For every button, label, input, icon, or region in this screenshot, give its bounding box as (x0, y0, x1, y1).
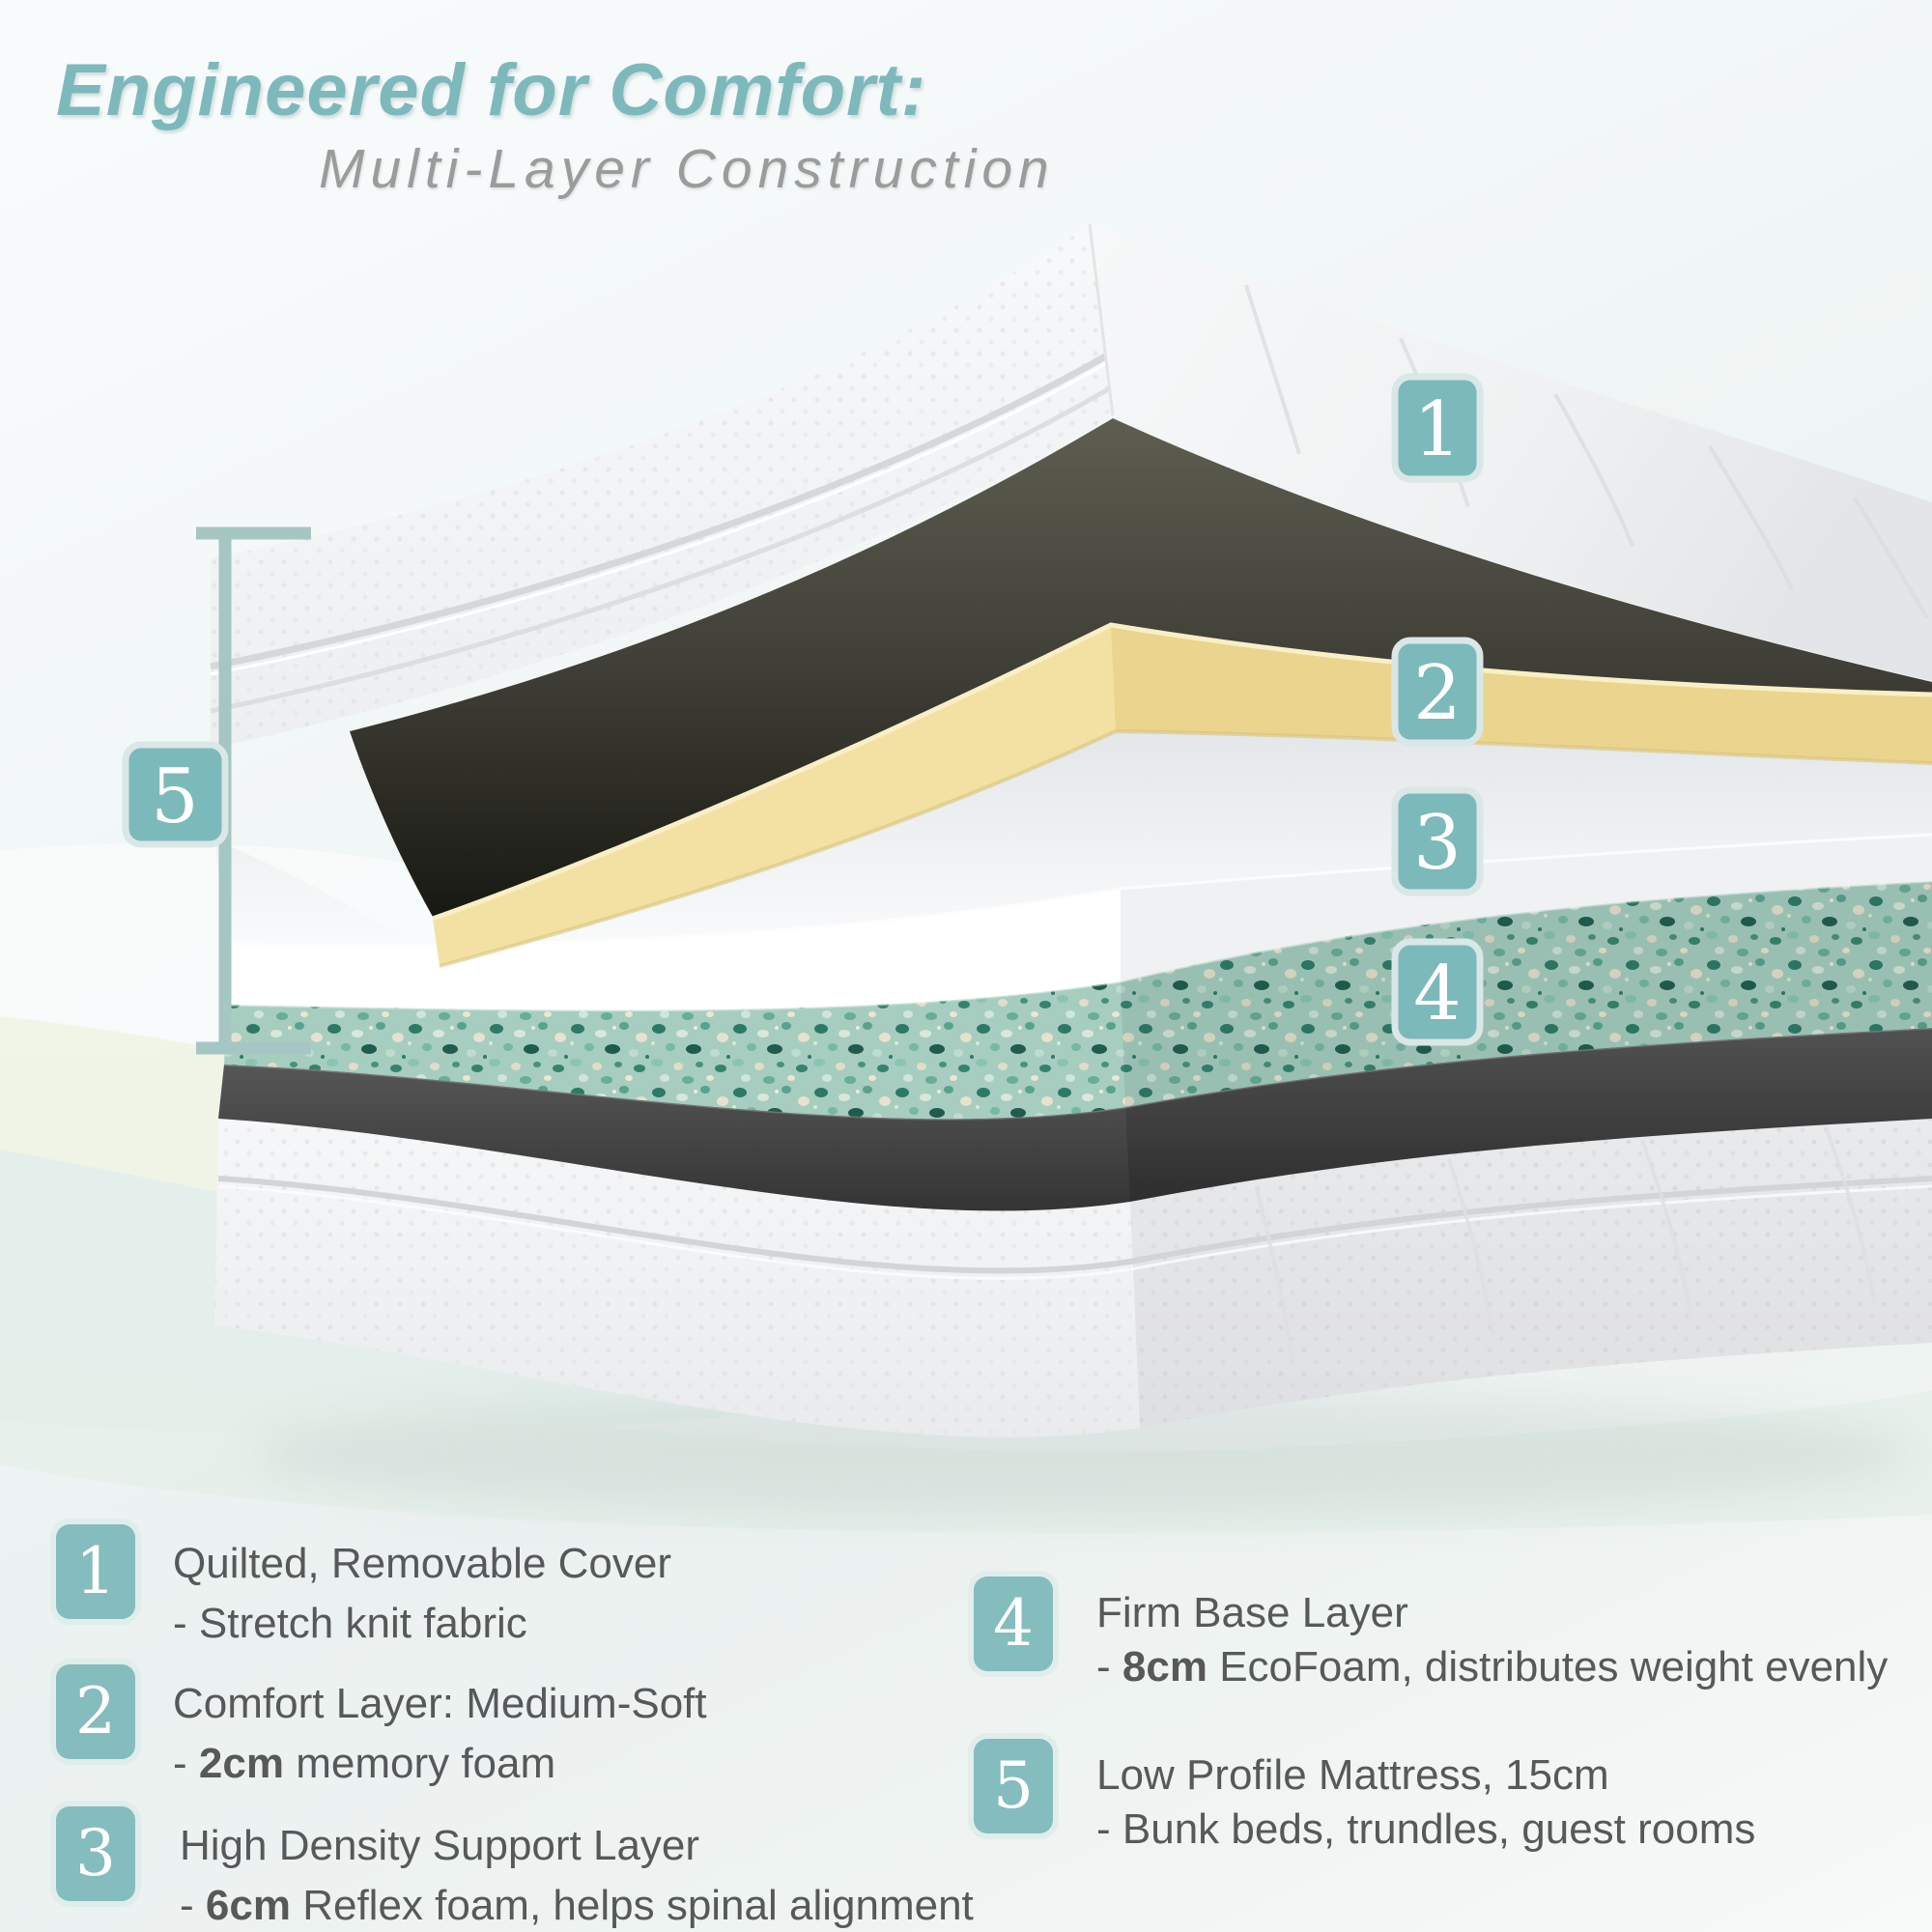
legend-2-line2: - 2cm memory foam (173, 1740, 556, 1787)
legend-badge-5: 5 (974, 1739, 1053, 1833)
legend-badge-3: 3 (56, 1806, 135, 1901)
legend-5-line1: Low Profile Mattress, 15cm (1096, 1751, 1609, 1799)
base-dark-slab (218, 1026, 1932, 1211)
legend-2-line1: Comfort Layer: Medium-Soft (173, 1680, 707, 1727)
legend-badge-2: 2 (56, 1664, 135, 1759)
diagram-badge-3: 3 (1391, 786, 1484, 896)
diagram-badge-4-label: 4 (1413, 951, 1462, 1037)
legend-badge-3-number: 3 (75, 1816, 116, 1890)
page-subtitle: Multi-Layer Construction (319, 138, 1055, 200)
diagram-badge-2: 2 (1391, 637, 1484, 747)
legend-3-line2: - 6cm Reflex foam, helps spinal alignmen… (180, 1882, 974, 1929)
diagram-badge-2-label: 2 (1413, 650, 1462, 737)
diagram-badge-5: 5 (122, 741, 229, 848)
legend-text-1: Quilted, Removable Cover - Stretch knit … (173, 1534, 671, 1654)
legend-1-line2: - Stretch knit fabric (173, 1600, 527, 1647)
legend-3-line1: High Density Support Layer (180, 1822, 700, 1869)
layer2-memory-foam (432, 622, 1932, 968)
legend-5-line2: - Bunk beds, trundles, guest rooms (1096, 1805, 1756, 1853)
legend-1-line1: Quilted, Removable Cover (173, 1540, 672, 1587)
legend-badge-5-number: 5 (993, 1748, 1034, 1823)
legend-badge-4: 4 (974, 1577, 1053, 1671)
layer5-bottom-quilted-cover (214, 1119, 1932, 1437)
legend-text-2: Comfort Layer: Medium-Soft - 2cm memory … (173, 1674, 707, 1794)
mattress-ground-shadow (251, 1390, 1913, 1518)
diagram-badge-1: 1 (1391, 373, 1484, 483)
legend-text-5: Low Profile Mattress, 15cm - Bunk beds, … (1096, 1748, 1755, 1857)
diagram-badges: 1 2 3 4 5 (122, 373, 1484, 1046)
legend-text-4: Firm Base Layer - 8cm EcoFoam, distribut… (1096, 1586, 1888, 1694)
legend-badge-1: 1 (56, 1524, 135, 1619)
diagram-badge-3-label: 3 (1413, 800, 1462, 887)
legend-4-line2: - 8cm EcoFoam, distributes weight evenly (1096, 1643, 1889, 1690)
diagram-badge-1-label: 1 (1413, 386, 1462, 473)
legend-badge-2-number: 2 (75, 1674, 116, 1748)
diagram-badge-4: 4 (1391, 938, 1484, 1046)
page-title: Engineered for Comfort: (56, 49, 927, 131)
legend-badge-1-number: 1 (75, 1534, 116, 1608)
layer1-quilted-cover (210, 223, 1932, 749)
legend-4-line1: Firm Base Layer (1096, 1589, 1408, 1636)
legend-text-3: High Density Support Layer - 6cm Reflex … (180, 1816, 974, 1932)
legend-badge-4-number: 4 (993, 1586, 1034, 1661)
diagram-badge-5-label: 5 (151, 753, 199, 840)
